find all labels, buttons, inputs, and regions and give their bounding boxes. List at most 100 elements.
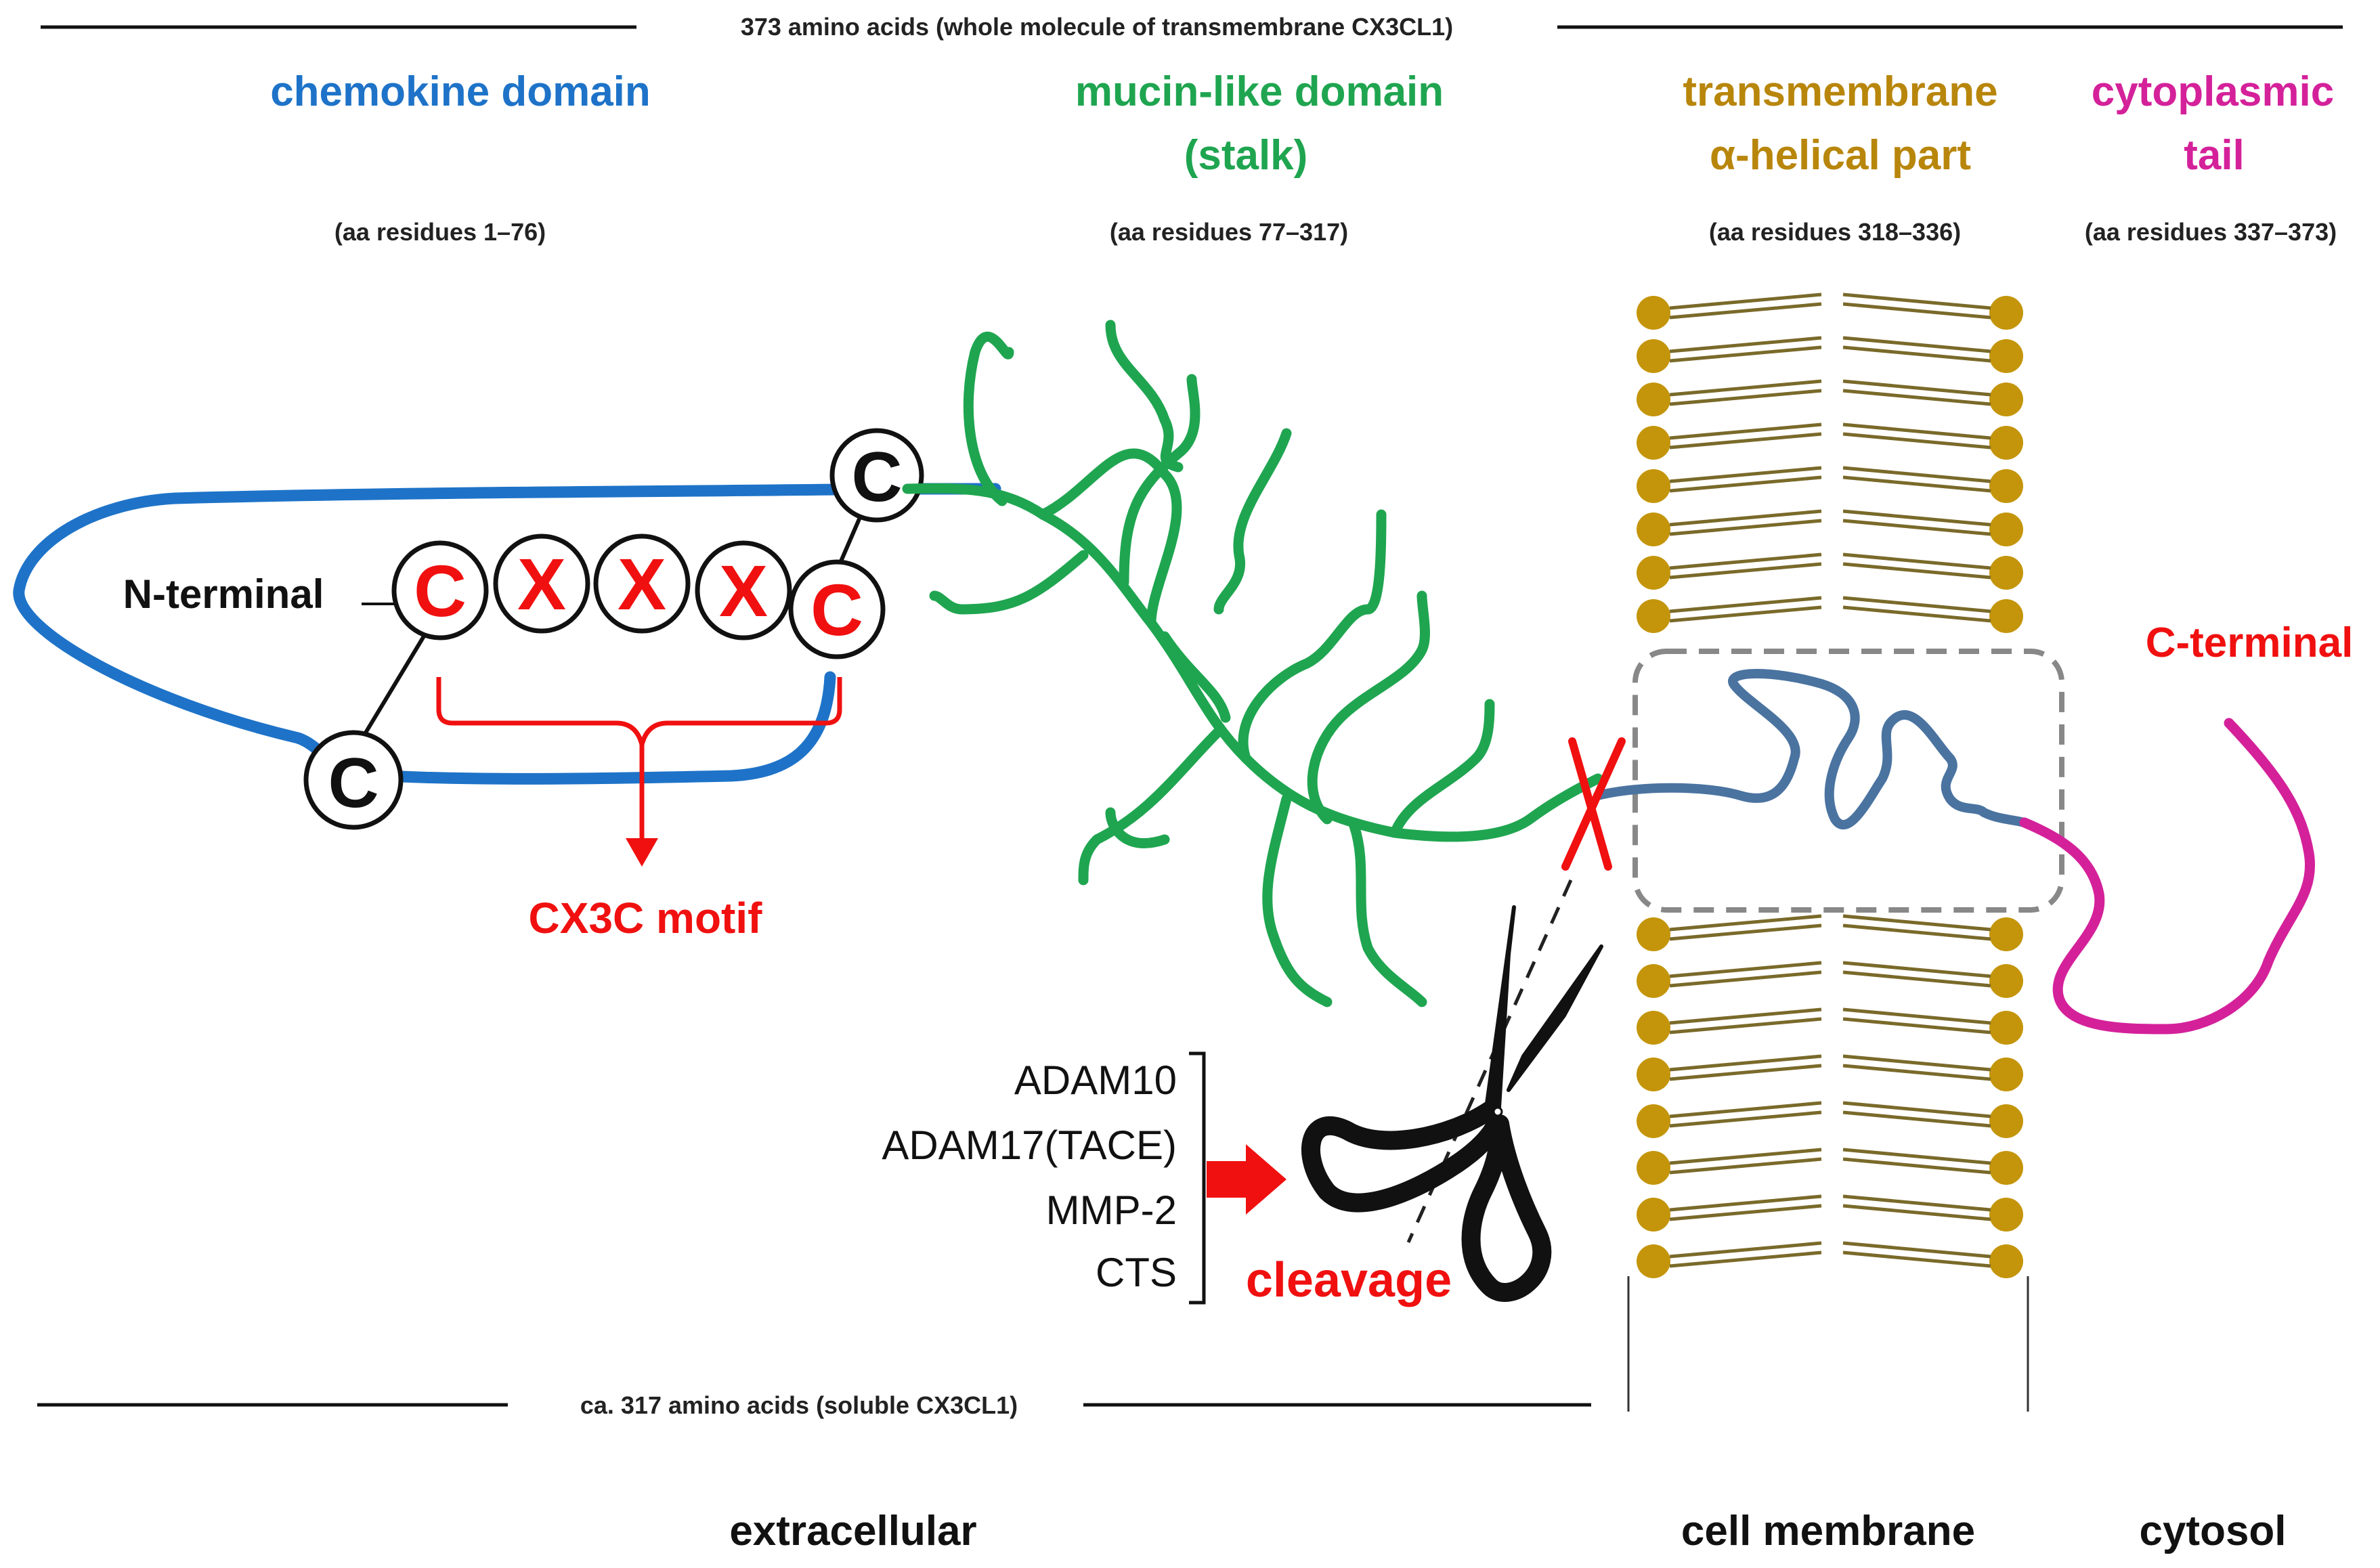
lipid-tail (1842, 1148, 1991, 1165)
lipid-tail (1842, 562, 1991, 580)
n-terminal-label: N-terminal (123, 571, 324, 617)
lipid-head (1637, 339, 1670, 373)
motif-residue-2: X (493, 533, 590, 634)
lipid-tail (1669, 422, 1822, 440)
lipid-head (1989, 599, 2023, 633)
lipid-tail (1669, 1194, 1822, 1212)
residue-cys-top: C (829, 428, 924, 523)
lipid-head (1989, 964, 2023, 998)
lipid-tail (1842, 475, 1991, 493)
lipid-head (1637, 1198, 1670, 1232)
svg-text:mucin-like domain: mucin-like domain (1075, 68, 1444, 115)
cx3c-motif-label: CX3C motif (529, 894, 763, 942)
lipid-tail (1842, 302, 1991, 320)
svg-text:(stalk): (stalk) (1184, 132, 1308, 179)
svg-text:(aa residues 1–76): (aa residues 1–76) (334, 218, 546, 246)
lipid-tail (1669, 1157, 1822, 1175)
svg-text:chemokine domain: chemokine domain (270, 68, 651, 115)
lipid-tail (1669, 475, 1822, 493)
lipid-bilayer-icon (1637, 292, 2023, 1278)
lipid-tail (1842, 422, 1991, 440)
cleavage-site-x-icon (1561, 737, 1626, 871)
lipid-tail (1669, 1250, 1822, 1268)
lipid-head (1637, 1244, 1670, 1278)
region-cytosol: cytosol (2139, 1508, 2286, 1554)
lipid-tail (1842, 292, 1991, 310)
enzyme-item: CTS (1096, 1250, 1177, 1295)
lipid-head (1637, 1058, 1670, 1091)
motif-residue-1: C (391, 540, 489, 640)
lipid-tail (1669, 466, 1822, 483)
lipid-tail (1669, 1241, 1822, 1259)
lipid-tail (1669, 345, 1822, 363)
lipid-tail (1669, 519, 1822, 536)
lipid-head (1989, 339, 2023, 373)
residue-cys-bottom: C (303, 730, 404, 830)
lipid-tail (1842, 1007, 1991, 1025)
lipid-tail (1669, 1204, 1822, 1221)
lipid-head (1637, 599, 1670, 633)
lipid-head (1989, 296, 2023, 330)
svg-text:α-helical part: α-helical part (1710, 132, 1971, 179)
enzyme-item: ADAM10 (1014, 1058, 1177, 1103)
c-terminal-label: C-terminal (2146, 619, 2354, 666)
svg-text:cytoplasmic: cytoplasmic (2092, 68, 2334, 115)
lipid-head (1989, 1011, 2023, 1045)
lipid-tail (1669, 961, 1822, 978)
lipid-head (1637, 1104, 1670, 1138)
svg-text:(aa residues 77–317): (aa residues 77–317) (1110, 218, 1348, 246)
lipid-head (1637, 556, 1670, 590)
motif-residue-letter: X (517, 543, 566, 625)
svg-text:tail: tail (2184, 132, 2245, 179)
lipid-tail (1669, 1054, 1822, 1072)
lipid-tail (1669, 1101, 1822, 1118)
lipid-head (1989, 1244, 2023, 1278)
transmembrane-helix (1593, 669, 2029, 830)
lipid-tail (1842, 923, 1991, 941)
lipid-tail (1842, 970, 1991, 988)
motif-residue-5: C (788, 559, 886, 659)
lipid-tail (1842, 336, 1991, 353)
motif-residue-letter: C (810, 569, 863, 651)
lipid-tail (1842, 1054, 1991, 1072)
red-arrow-icon (1207, 1144, 1286, 1215)
cx3c-motif-arrowhead (626, 838, 658, 867)
lipid-head (1637, 1011, 1670, 1045)
lipid-tail (1669, 1017, 1822, 1035)
motif-residue-letter: X (618, 543, 666, 625)
lipid-tail (1842, 552, 1991, 570)
lipid-tail (1669, 596, 1822, 613)
lipid-head (1637, 296, 1670, 330)
lipid-tail (1669, 336, 1822, 353)
lipid-head (1637, 964, 1670, 998)
lipid-tail (1842, 389, 1991, 406)
lipid-tail (1842, 432, 1991, 450)
lipid-head (1637, 383, 1670, 416)
cleavage-label: cleavage (1246, 1253, 1452, 1307)
domain-cytoplasmic-title: cytoplasmic tail (aa residues 337–373) (2085, 68, 2337, 246)
lipid-tail (1669, 292, 1822, 310)
domain-mucin-title: mucin-like domain (stalk) (aa residues 7… (1075, 68, 1444, 246)
lipid-tail (1842, 1241, 1991, 1259)
lipid-tail (1842, 961, 1991, 978)
svg-text:(aa residues 337–373): (aa residues 337–373) (2085, 218, 2337, 246)
lipid-tail (1669, 509, 1822, 527)
lipid-head (1989, 469, 2023, 503)
lipid-tail (1669, 914, 1822, 932)
enzyme-item: MMP-2 (1046, 1188, 1177, 1233)
motif-residue-letter: X (719, 550, 768, 632)
lipid-tail (1669, 605, 1822, 623)
lipid-tail (1842, 519, 1991, 536)
motif-residue-3: X (593, 533, 691, 634)
motif-residue-4: X (695, 540, 792, 640)
lipid-head (1989, 1198, 2023, 1232)
lipid-tail (1669, 1110, 1822, 1128)
lipid-tail (1842, 605, 1991, 623)
cytoplasmic-tail (2019, 718, 2315, 1035)
lipid-tail (1669, 923, 1822, 941)
transmembrane-region-box (1632, 649, 2064, 913)
lipid-tail (1842, 1064, 1991, 1081)
lipid-head (1989, 383, 2023, 416)
